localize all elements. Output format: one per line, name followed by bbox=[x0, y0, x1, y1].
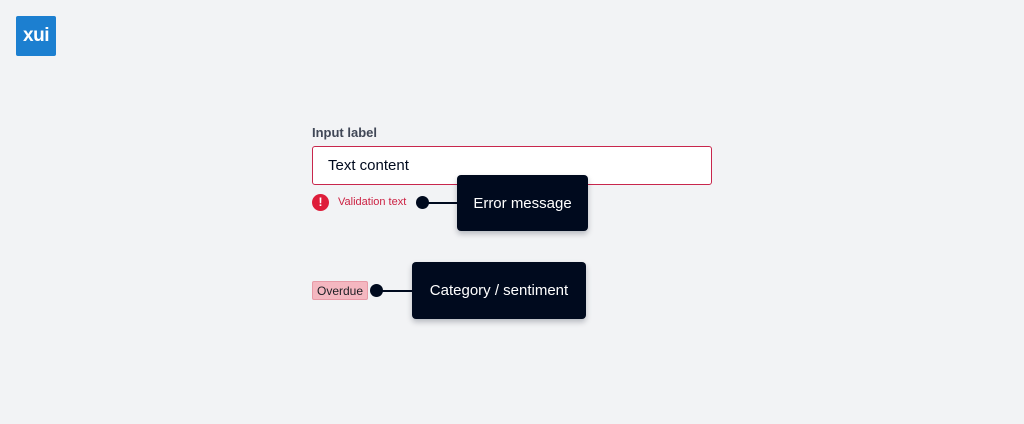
input-label: Input label bbox=[312, 125, 377, 140]
error-message-annotation: Error message bbox=[457, 175, 588, 231]
validation-text: Validation text bbox=[338, 196, 407, 208]
exclamation-circle-icon: ! bbox=[312, 193, 329, 211]
category-sentiment-annotation: Category / sentiment bbox=[412, 262, 586, 319]
xui-logo: xui bbox=[16, 16, 56, 56]
annotation-connector-category bbox=[380, 290, 413, 292]
annotation-dot-error bbox=[416, 196, 429, 209]
annotation-connector-error bbox=[426, 202, 458, 204]
overdue-tag: Overdue bbox=[312, 281, 369, 300]
annotation-dot-category bbox=[370, 284, 383, 297]
logo-text: xui bbox=[23, 25, 49, 46]
text-input[interactable] bbox=[312, 146, 712, 185]
validation-message: ! Validation text bbox=[312, 193, 406, 211]
